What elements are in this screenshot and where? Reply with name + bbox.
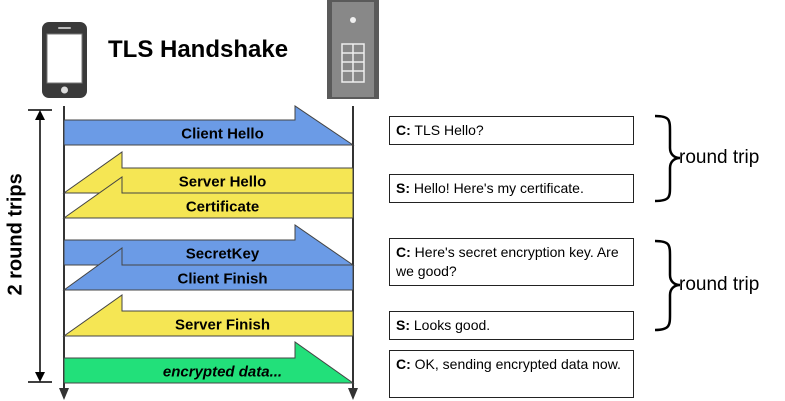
note-speaker: C: [396, 122, 411, 138]
server-icon [327, 0, 379, 99]
message-arrow [63, 105, 355, 146]
message-arrow [63, 224, 355, 266]
message-arrow [62, 176, 354, 219]
phone-icon [42, 22, 87, 98]
round-trip-label: round trip [679, 147, 760, 168]
message-label: SecretKey [186, 246, 260, 263]
server-lifeline [348, 106, 358, 400]
note-speaker: S: [396, 180, 410, 196]
note-box: C: TLS Hello? [389, 116, 634, 145]
note-box: C: Here's secret encryption key. Are we … [389, 238, 634, 286]
note-text: Hello! Here's my certificate. [413, 180, 584, 196]
note-speaker: S: [396, 317, 410, 333]
message-label: Server Finish [175, 317, 270, 334]
message-arrow [62, 151, 354, 194]
message-arrow [62, 294, 354, 337]
message-arrow [62, 247, 354, 291]
side-label: 2 round trips [4, 173, 27, 296]
message-label: Client Hello [181, 126, 264, 143]
total-span-arrow [28, 109, 52, 383]
message-label: encrypted data... [163, 364, 282, 381]
round-trip-label: round trip [679, 274, 760, 295]
note-text: Here's secret encryption key. Are we goo… [396, 244, 619, 279]
message-arrow [63, 341, 355, 384]
note-box: S: Hello! Here's my certificate. [389, 174, 634, 203]
message-label: Certificate [186, 199, 259, 216]
note-box: C: OK, sending encrypted data now. [389, 350, 634, 398]
round-trip-brace-2 [654, 239, 681, 332]
note-speaker: C: [396, 356, 411, 372]
note-text: Looks good. [413, 317, 491, 333]
round-trip-brace-1 [654, 114, 681, 203]
message-label: Server Hello [179, 174, 267, 191]
note-speaker: C: [396, 244, 411, 260]
page-title: TLS Handshake [108, 36, 289, 63]
message-label: Client Finish [178, 271, 268, 288]
note-text: TLS Hello? [414, 122, 484, 138]
note-text: OK, sending encrypted data now. [414, 356, 621, 372]
note-box: S: Looks good. [389, 311, 634, 340]
